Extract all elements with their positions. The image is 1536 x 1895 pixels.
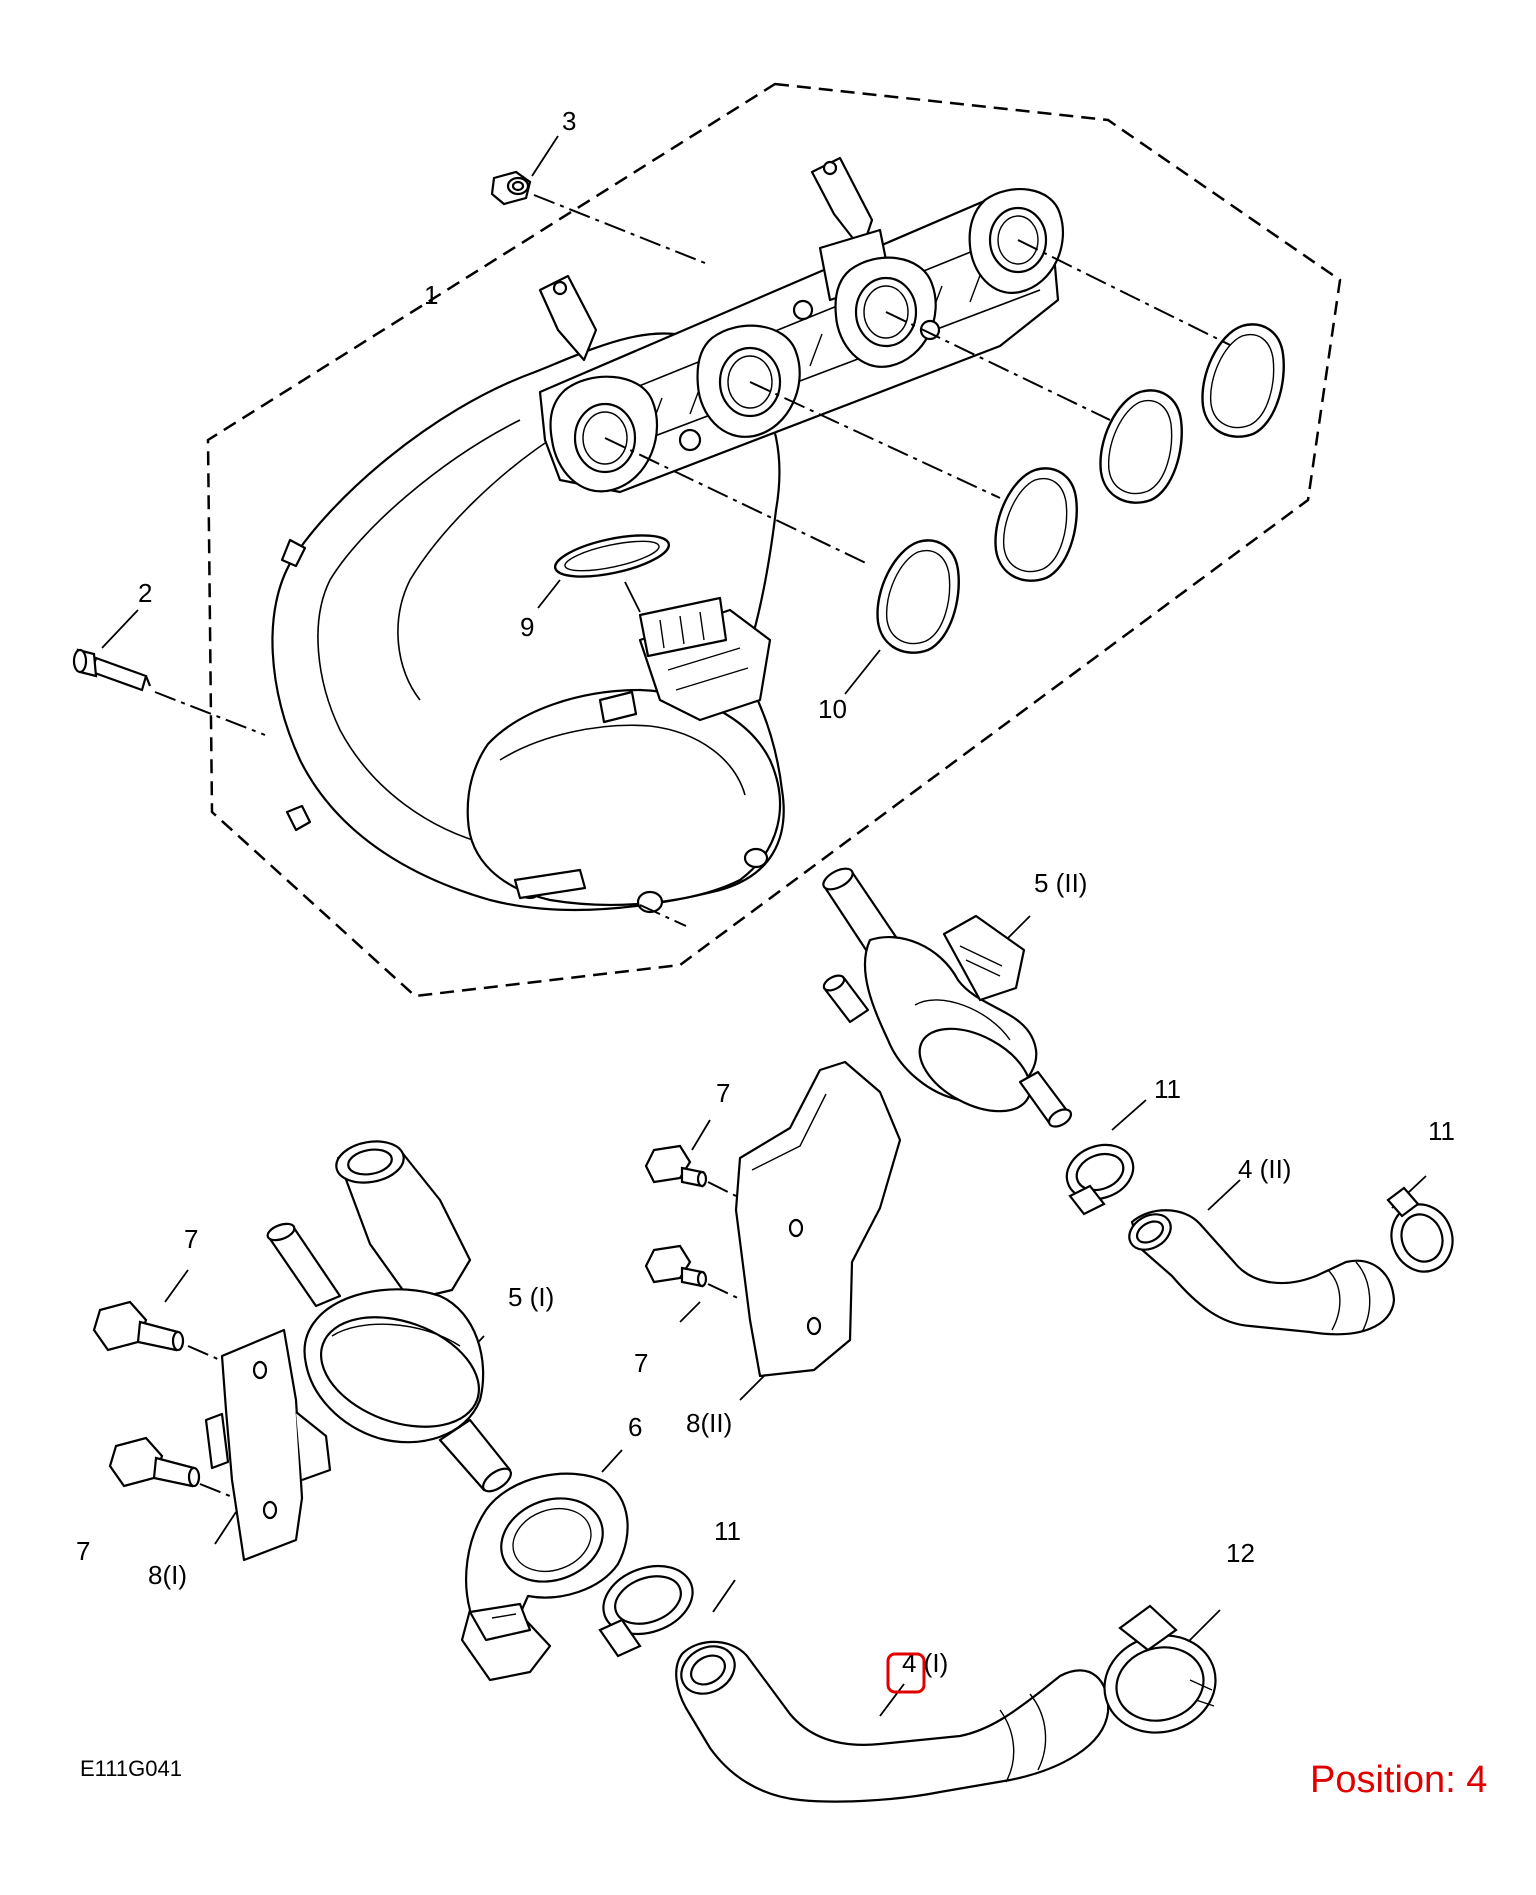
callout-7-upper-a: 7 — [716, 1078, 730, 1108]
callout-8-i: 8(I) — [148, 1560, 187, 1590]
callout-6: 6 — [628, 1412, 642, 1442]
callout-7-lower-a: 7 — [184, 1224, 198, 1254]
callout-2: 2 — [138, 578, 152, 608]
callout-4-ii: 4 (II) — [1238, 1154, 1291, 1184]
bolt-leader-lines-lower — [187, 1345, 231, 1497]
assembly-boundary — [206, 82, 1342, 998]
callout-1: 1 — [424, 280, 438, 310]
port-gasket-1 — [876, 539, 960, 654]
hose-4-ii — [1128, 1209, 1396, 1336]
hose-4-i — [675, 1640, 1110, 1803]
bolt-7-lower-b — [108, 1436, 201, 1488]
port-gasket-3 — [1099, 389, 1183, 504]
highlight-box-icon — [886, 1652, 926, 1694]
manifold-ports — [549, 188, 1065, 493]
purge-valve-5-ii — [822, 867, 1073, 1128]
callout-labels: 1 2 3 9 10 5 (II) 11 11 4 (II) 7 7 8(II)… — [76, 106, 1455, 1678]
bracket-8-i — [204, 1328, 332, 1562]
nut-part-3 — [490, 170, 532, 206]
callout-8-ii: 8(II) — [686, 1408, 732, 1438]
port-gaskets — [876, 323, 1285, 654]
throttle-o-ring — [553, 534, 671, 578]
port-gasket-2 — [994, 467, 1078, 582]
assembly-leader-lines — [154, 194, 1231, 927]
callout-11-lower: 11 — [714, 1516, 741, 1546]
bolt-7-upper-b — [644, 1244, 708, 1288]
callout-5-i: 5 (I) — [508, 1282, 554, 1312]
hose-clip-11-upper-left — [1065, 1143, 1135, 1216]
callout-11-upper-left: 11 — [1154, 1074, 1181, 1104]
bracket-8-ii — [734, 1060, 902, 1378]
valve-holder-6 — [460, 1472, 629, 1682]
hose-clip-11-lower — [598, 1564, 694, 1658]
hose-clip-11-upper-right — [1386, 1186, 1454, 1273]
callout-5-ii: 5 (II) — [1034, 868, 1087, 898]
hose-clip-12 — [1103, 1604, 1217, 1734]
bolt-part-2 — [72, 648, 152, 692]
callout-7-upper-b: 7 — [634, 1348, 648, 1378]
callout-3: 3 — [562, 106, 576, 136]
callout-12: 12 — [1226, 1538, 1255, 1568]
drawing-reference-code: E111G041 — [80, 1756, 182, 1781]
port-gasket-4 — [1201, 323, 1285, 438]
purge-valve-5-i — [266, 1140, 512, 1493]
bolt-leader-lines-upper — [707, 1181, 743, 1301]
callout-7-lower-b: 7 — [76, 1536, 90, 1566]
callout-10: 10 — [818, 694, 847, 724]
position-indicator: Position: 4 — [1310, 1759, 1487, 1801]
bolt-7-upper-a — [644, 1144, 708, 1188]
bolt-7-lower-a — [92, 1300, 185, 1352]
callout-11-upper-right: 11 — [1428, 1116, 1455, 1146]
callout-9: 9 — [520, 612, 534, 642]
